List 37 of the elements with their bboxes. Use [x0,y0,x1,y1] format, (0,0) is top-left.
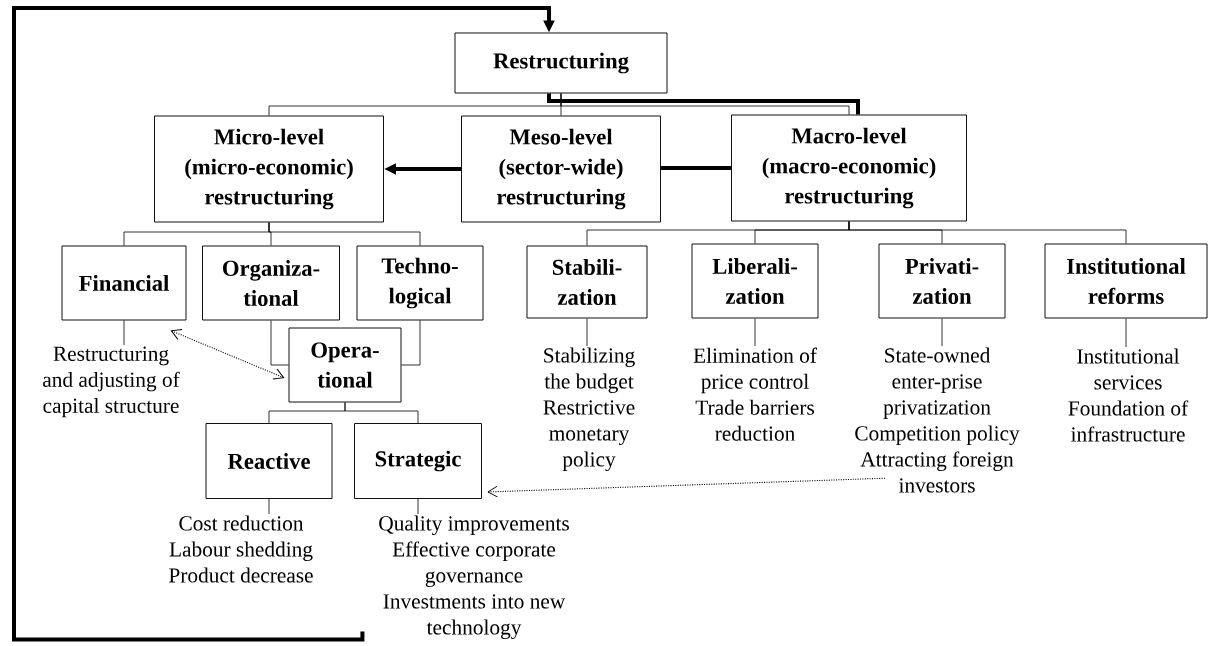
category-box: Techno-logical [356,245,484,321]
connector-line [941,318,943,347]
connector-line [754,318,756,347]
description-text: Restructuring and adjusting of capital structure [43,346,180,418]
connector-line [417,498,419,515]
connector-line [344,402,419,424]
connector-line [270,320,289,366]
description-text: Quality improvements Effective corporate governance Investments into new technology [379,515,569,639]
category-box: Strategic [354,423,482,499]
connector-line [1125,318,1127,348]
connector-line [123,320,125,346]
category-box: Restructuring [454,32,668,94]
connector-line [268,222,421,246]
description-text: State-owned enter-prise privatization Competition policy Attracting foreign investors [855,347,1020,493]
category-box: Organiza-tional [202,245,340,321]
description-text: Stabilizing the budget Restrictive monetary policy [543,347,635,471]
feedback-arrow [12,6,555,642]
arrow [170,329,285,380]
connector-line [848,221,1127,244]
category-box: Financial [61,245,187,321]
connector-line [268,498,270,515]
connector-line [661,166,732,170]
category-box: Liberali-zation [691,243,819,319]
feedback-arrow [487,477,886,498]
connector-line [586,318,588,347]
category-box: Micro-level (micro-economic) restructuring [154,115,384,223]
category-box: Stabili-zation [526,245,648,319]
description-text: Elimination of price control Trade barriers reduction [693,347,817,441]
connector-line [401,320,421,366]
category-box: Reactive [205,423,333,499]
category-box: Opera-tional [288,327,402,403]
category-box: Privati-zation [878,243,1006,319]
category-box: Institutional reforms [1044,243,1208,319]
category-box: Macro-level (macro-economic) restructuring [731,114,967,222]
description-text: Cost reduction Labour shedding Product decrease [169,515,313,583]
category-box: Meso-level (sector-wide) restructuring [461,115,661,223]
description-text: Institutional services Foundation of infrastructure [1068,348,1189,442]
